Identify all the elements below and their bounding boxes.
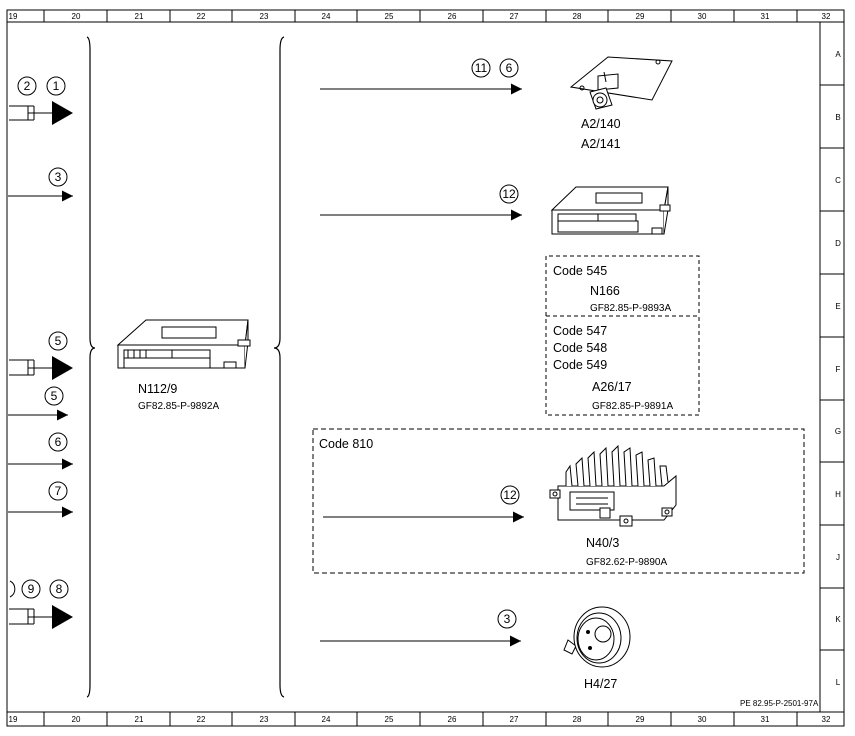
row-label: C [835,176,841,185]
signal-number-bubble: 12 [502,187,516,201]
row-label: E [835,302,840,311]
col-label: 21 [135,12,144,21]
left-brace [86,36,96,698]
row-label: H [835,490,841,499]
control-module-n112-9-illustration [116,319,251,369]
bus-connector-1-2: 2 1 [9,76,73,125]
component-label: N166 [590,284,620,298]
column-labels-top: 19 20 21 22 23 24 25 26 27 28 29 30 31 3… [9,12,831,21]
option-code-label: Code 545 [553,264,607,278]
signal-number-bubble: 6 [55,435,62,449]
component-reference: GF82.85-P-9893A [590,303,671,314]
col-label: 23 [260,12,269,21]
output-antenna: 11 6 A2/140 A2/141 [320,56,673,151]
col-label: 30 [698,715,707,724]
col-label: 21 [135,715,144,724]
bus-arrow-icon [52,356,73,380]
col-label: 19 [9,12,18,21]
col-label: 24 [322,715,331,724]
bus-arrow-icon [52,605,73,629]
bus-connector-5: 5 [9,331,73,380]
row-label: J [836,553,840,562]
col-label: 27 [510,12,519,21]
row-labels: A B C D E F G H J K L [835,50,841,687]
row-label: F [836,365,841,374]
col-label: 27 [510,715,519,724]
col-label: 29 [636,12,645,21]
row-label: D [835,239,841,248]
module-label: N112/9 [138,382,177,396]
option-code-label: Code 547 [553,324,607,338]
option-box-code-547: Code 547 Code 548 Code 549 A26/17 GF82.8… [545,315,700,416]
right-brace [273,36,285,698]
amplifier-heatsink-illustration [549,444,677,527]
control-unit-illustration [550,186,671,235]
component-reference: GF82.85-P-9891A [592,401,673,412]
signal-number-bubble: 2 [24,79,31,93]
option-box-code-810: Code 810 12 N40/3 GF82.62-P- [312,428,805,574]
col-label: 24 [322,12,331,21]
option-code-label: Code 548 [553,341,607,355]
col-label: 30 [698,12,707,21]
component-label: A2/141 [581,137,621,151]
row-label: G [835,427,841,436]
signal-number-bubble: 8 [56,582,63,596]
col-label: 29 [636,715,645,724]
component-label: N40/3 [586,536,619,550]
row-ticks [820,84,844,651]
col-label: 32 [822,715,831,724]
component-reference: GF82.62-P-9890A [586,557,667,568]
column-ticks [43,10,798,726]
component-label: A2/140 [581,117,621,131]
col-label: 28 [573,12,582,21]
module-reference: GF82.85-P-9892A [138,401,219,412]
signal-number-bubble: 3 [55,170,62,184]
signal-number-bubble: 7 [55,484,62,498]
col-label: 20 [72,12,81,21]
row-label: A [835,50,841,59]
col-label: 28 [573,715,582,724]
bus-arrow-icon [52,101,73,125]
col-label: 26 [448,715,457,724]
left-inputs: 2 1 3 5 5 6 7 [8,76,73,629]
col-label: 25 [385,12,394,21]
row-label: L [836,678,841,687]
signal-number-bubble: 9 [28,582,35,596]
bus-connector-8-9: 9 8 [9,579,73,629]
row-label: B [835,113,840,122]
row-label: K [835,615,841,624]
option-box-code-545: Code 545 N166 GF82.85-P-9893A [545,255,700,316]
signal-number-bubble: 1 [53,79,60,93]
col-label: 22 [197,12,206,21]
signal-number-bubble: 12 [503,488,517,502]
horn-illustration [563,606,631,668]
option-code-label: Code 549 [553,358,607,372]
signal-number-bubble: 11 [475,61,488,75]
col-label: 31 [761,12,770,21]
col-label: 25 [385,715,394,724]
col-label: 31 [761,715,770,724]
output-horn: 3 H4/27 [320,606,631,691]
col-label: 23 [260,715,269,724]
component-label: A26/17 [592,380,632,394]
frame-border [6,9,845,727]
col-label: 22 [197,715,206,724]
signal-number-bubble: 6 [506,61,513,75]
col-label: 20 [72,715,81,724]
col-label: 26 [448,12,457,21]
column-labels-bottom: 19 20 21 22 23 24 25 26 27 28 29 30 31 3… [9,715,831,724]
signal-number-bubble: 5 [55,334,62,348]
component-label: H4/27 [584,677,617,691]
output-control-unit: 12 [320,184,671,235]
signal-number-bubble: 3 [504,612,511,626]
document-part-number: PE 82.95-P-2501-97A [740,699,819,708]
option-code-label: Code 810 [319,437,373,451]
signal-number-bubble: 5 [51,389,58,403]
antenna-module-illustration [569,56,673,110]
col-label: 19 [9,715,18,724]
col-label: 32 [822,12,831,21]
